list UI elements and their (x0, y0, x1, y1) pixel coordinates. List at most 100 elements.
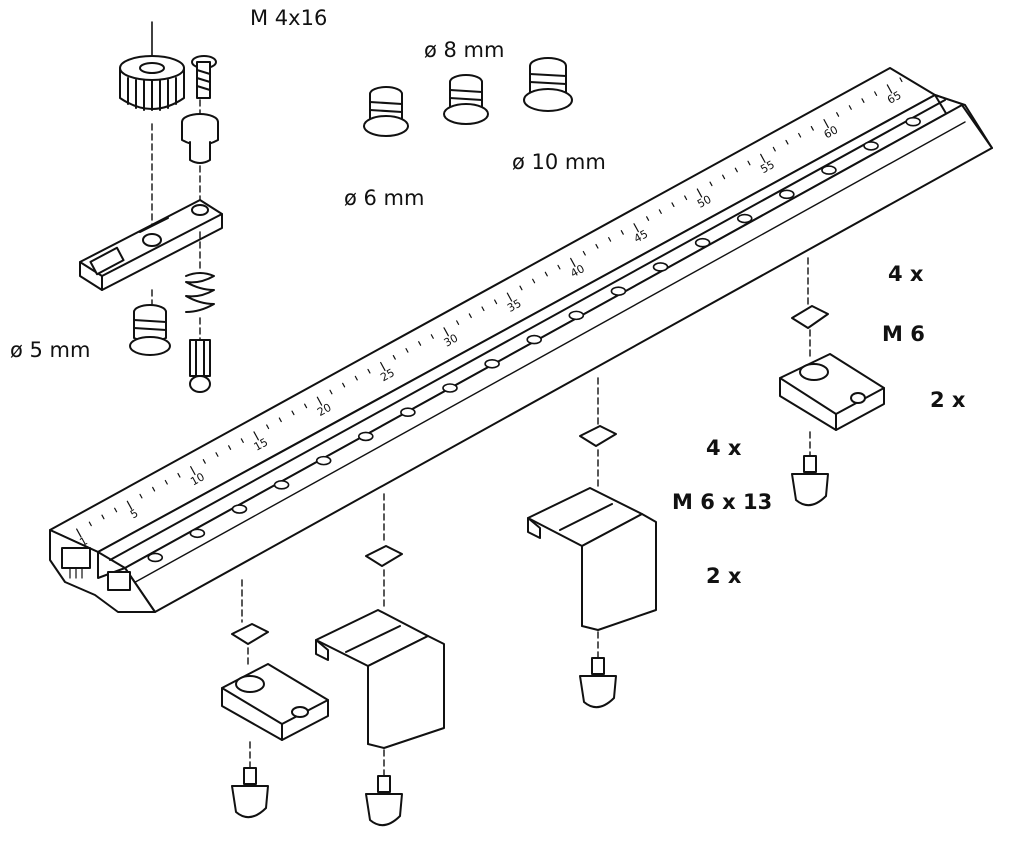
rail-bolt (400, 407, 416, 418)
scale-tick (253, 431, 259, 441)
scale-tick (456, 320, 460, 325)
scale-tick (266, 424, 270, 430)
scale-tick-label: 65 (885, 89, 904, 107)
scale-tick (709, 181, 713, 187)
insert-6mm (363, 86, 409, 137)
bracket-middle (527, 377, 657, 709)
rail-bolt (736, 213, 753, 224)
scale-tick (405, 348, 409, 353)
label-screw-m6x13: M 6 x 13 (672, 490, 773, 514)
scale-tick (557, 264, 561, 270)
scale-tick (228, 445, 232, 450)
scale-tick (177, 472, 181, 478)
scale-tick (836, 112, 840, 117)
scale-tick (785, 139, 789, 145)
scale-tick (342, 382, 346, 388)
scale-tick (291, 410, 295, 416)
scale-tick (772, 146, 776, 152)
scale-tick (544, 271, 548, 277)
rail-bolt (526, 334, 543, 345)
scale-tick-label: 45 (632, 227, 651, 245)
rail-bolt (147, 552, 164, 563)
scale-tick (760, 153, 766, 163)
scale-tick (101, 514, 105, 520)
label-qty-2x-top: 2 x (930, 388, 966, 412)
foot-right (779, 257, 885, 507)
scale-tick (316, 396, 323, 406)
knurled-knob (119, 21, 185, 111)
scale-tick-label: 35 (505, 297, 524, 315)
scale-tick (696, 188, 703, 198)
scale-tick-label: 60 (822, 123, 841, 141)
scale-tick (734, 167, 738, 173)
scale-tick (304, 403, 308, 409)
scale-tick (418, 341, 422, 346)
scale-tick (620, 230, 624, 235)
scale-tick (481, 306, 485, 312)
rail-bolt (189, 528, 206, 539)
scale-tick (367, 368, 371, 374)
scale-tick (114, 507, 118, 513)
scale-tick (354, 375, 358, 381)
rail-bolt (315, 455, 332, 466)
scale-tick-label: 15 (252, 436, 271, 454)
scale-tick (468, 313, 472, 319)
scale-tick-label: 40 (568, 262, 587, 280)
scale-tick (88, 521, 92, 527)
scale-tick (215, 452, 219, 457)
rail-bolt (484, 358, 500, 369)
scale-tick (722, 174, 726, 180)
scale-tick (126, 500, 133, 510)
label-dia-8mm: ø 8 mm (424, 38, 505, 62)
scale-tick-label: 30 (442, 331, 461, 349)
scale-tick (202, 459, 206, 464)
scale-tick (278, 417, 282, 423)
bracket-lower (315, 493, 445, 827)
scale-tick (139, 493, 143, 499)
scale-tick (874, 91, 878, 96)
scale-tick (633, 223, 639, 233)
rail-bolt (652, 262, 669, 272)
scale-tick-label: 10 (188, 470, 207, 488)
scale-tick (506, 292, 513, 302)
pin-5mm (189, 339, 211, 393)
guide-pin (181, 99, 219, 201)
scale-tick (76, 528, 82, 538)
scale-tick (329, 389, 333, 395)
label-qty-4x-top: 4 x (888, 262, 924, 286)
label-qty-2x-mid: 2 x (706, 564, 742, 588)
rail-bolt (568, 310, 585, 321)
label-screw-m4x16: M 4x16 (250, 6, 328, 30)
spring (185, 231, 215, 341)
scale-tick (671, 202, 675, 208)
scale-tick (519, 285, 523, 291)
scale-tick (595, 243, 599, 249)
scale-tick-label: 55 (758, 158, 777, 176)
scale-tick (582, 250, 586, 256)
scale-tick-label: 25 (378, 366, 397, 384)
clamp-plate (79, 123, 223, 291)
rail-bolt (231, 504, 248, 514)
scale-tick (899, 77, 903, 83)
rail-bolt (821, 165, 837, 175)
threaded-insert-5mm (129, 289, 171, 356)
label-qty-4x-mid: 4 x (706, 436, 742, 460)
scale-tick (798, 132, 802, 138)
foot-left (221, 579, 329, 819)
scale-tick (861, 98, 865, 103)
insert-10mm (523, 57, 573, 112)
scale-tick (532, 278, 536, 284)
scale-tick (430, 334, 434, 339)
scale-tick-label: 50 (695, 193, 714, 211)
scale-tick (658, 209, 662, 214)
scale-tick (240, 438, 244, 443)
scale-tick (190, 466, 196, 476)
scale-tick (608, 237, 612, 242)
insert-8mm (443, 74, 489, 125)
scale-tick (810, 125, 814, 131)
label-dia-6mm: ø 6 mm (344, 186, 425, 210)
scale-tick (570, 257, 576, 267)
scale-tick (684, 195, 688, 201)
